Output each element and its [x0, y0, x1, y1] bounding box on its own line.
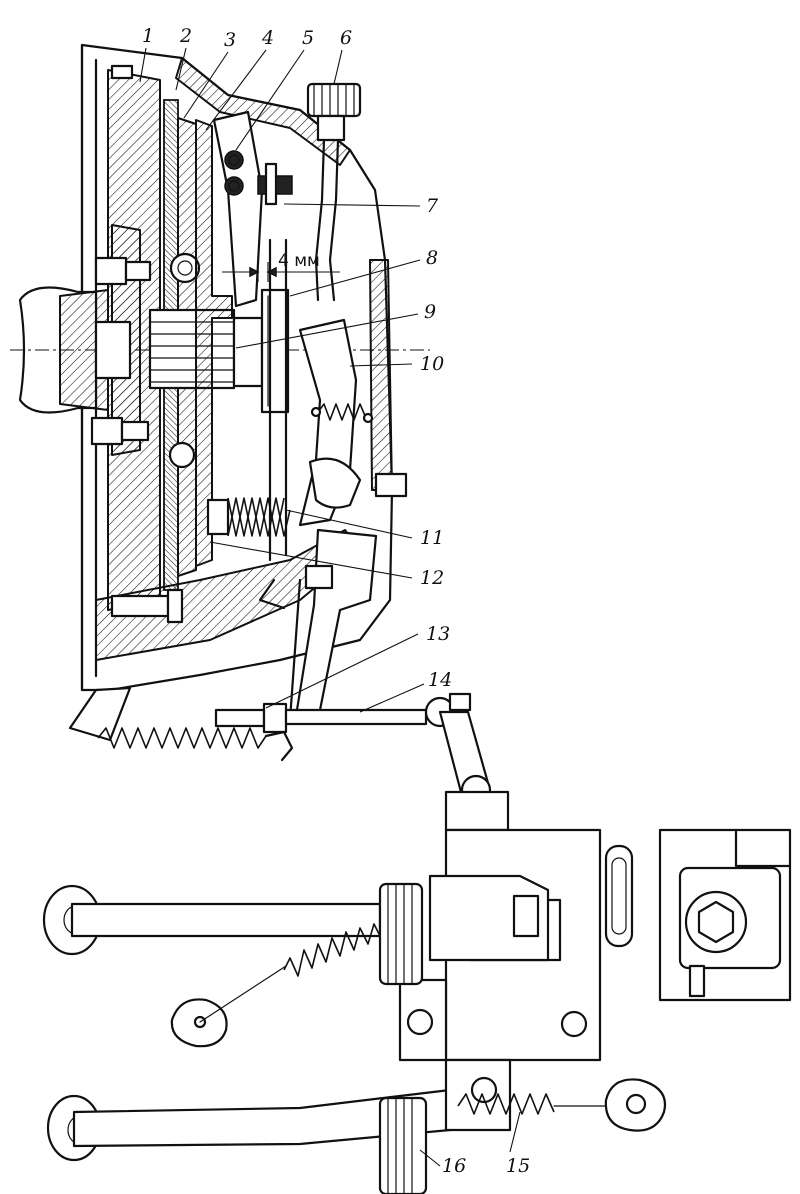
callout-12: 12 — [420, 567, 444, 589]
callout-13: 13 — [426, 623, 450, 645]
brake-pedal — [46, 1058, 512, 1194]
callout-7: 7 — [426, 195, 439, 217]
callout-16: 16 — [442, 1155, 466, 1177]
clutch-pedal — [42, 882, 424, 986]
gap-dimension: 4 мм — [222, 251, 340, 282]
lever-link — [438, 710, 510, 832]
callout-11: 11 — [420, 527, 444, 549]
callout-1: 1 — [142, 25, 154, 47]
pressure-plate — [195, 119, 233, 567]
callout-5: 5 — [302, 27, 314, 49]
brake-pedal-spring — [457, 1078, 667, 1132]
callout-6: 6 — [340, 27, 352, 49]
callout-10: 10 — [420, 353, 444, 375]
flywheel-bolts — [90, 256, 184, 624]
crankshaft-flange — [10, 286, 430, 414]
callout-8: 8 — [426, 247, 438, 269]
pedal-return-spring — [68, 686, 294, 762]
gearbox-cover — [658, 828, 792, 1002]
callout-3: 3 — [224, 29, 236, 51]
release-fork — [268, 238, 408, 562]
return-spring-fork — [310, 403, 374, 424]
callout-9: 9 — [424, 301, 436, 323]
callout-2: 2 — [179, 25, 192, 47]
callout-14: 14 — [428, 669, 452, 691]
release-bearing — [232, 288, 290, 414]
callout-labels: 1 2 3 4 5 6 7 8 9 10 11 12 13 14 15 16 — [139, 25, 530, 1177]
pull-rod — [214, 692, 472, 734]
pressure-spring — [206, 497, 291, 537]
callout-4: 4 — [261, 27, 274, 49]
clutch-pedal-spring — [170, 923, 381, 1048]
dimension-label: 4 мм — [278, 251, 320, 271]
driven-disc — [148, 99, 236, 591]
lubricator-cap — [306, 82, 362, 302]
callout-15: 15 — [506, 1155, 530, 1177]
release-levers — [212, 110, 293, 308]
clutch-lever-arm — [258, 528, 378, 722]
clutch-shaft — [428, 874, 550, 962]
